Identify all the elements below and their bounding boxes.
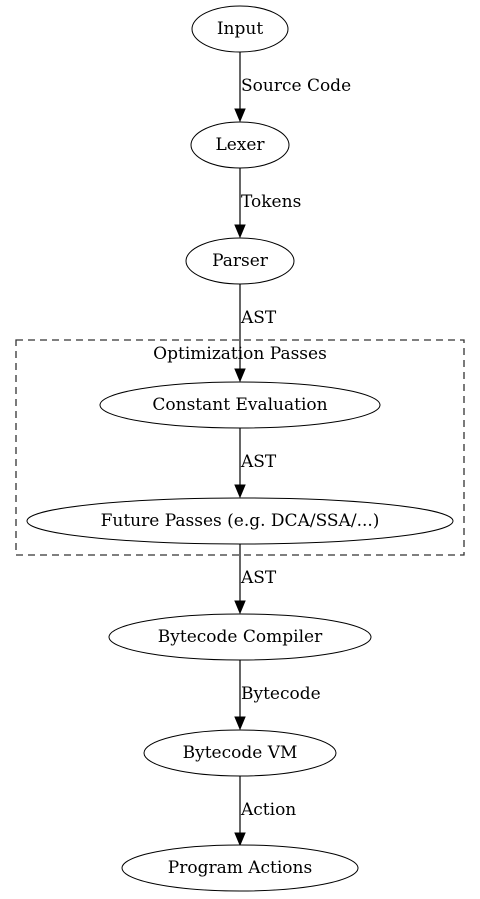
arrowhead	[234, 716, 246, 731]
node-ellipse	[191, 5, 289, 53]
node-label: Bytecode VM	[183, 743, 298, 763]
node-label: Program Actions	[168, 858, 312, 878]
edge-vm-actions: Action	[234, 776, 296, 847]
edge-label: Bytecode	[241, 684, 321, 704]
cluster-border	[15, 339, 465, 556]
node-ellipse	[143, 729, 337, 777]
node-lexer: Lexer	[190, 121, 290, 169]
edge-parser-const-eval: AST	[234, 284, 277, 383]
edge-label: AST	[240, 452, 277, 472]
node-ellipse	[99, 381, 381, 429]
node-ellipse	[185, 237, 295, 285]
edge-label: Tokens	[241, 192, 301, 212]
edge-future-compiler: AST	[234, 544, 277, 615]
node-label: Constant Evaluation	[152, 395, 327, 415]
arrowhead	[234, 484, 246, 499]
arrowhead	[234, 600, 246, 615]
node-label: Future Passes (e.g. DCA/SSA/...)	[101, 511, 380, 531]
node-label: Bytecode Compiler	[158, 627, 323, 647]
node-constant-evaluation: Constant Evaluation	[99, 381, 381, 429]
node-input: Input	[191, 5, 289, 53]
edge-label: AST	[240, 308, 277, 328]
edge-lexer-parser: Tokens	[234, 168, 301, 239]
arrowhead	[234, 224, 246, 239]
node-future-passes: Future Passes (e.g. DCA/SSA/...)	[26, 497, 454, 545]
node-bytecode-vm: Bytecode VM	[143, 729, 337, 777]
edge-label: Action	[240, 800, 296, 820]
node-ellipse	[26, 497, 454, 545]
arrowhead	[234, 368, 246, 383]
arrowhead	[234, 108, 246, 123]
edge-label: AST	[240, 568, 277, 588]
node-ellipse	[108, 613, 372, 661]
node-label: Parser	[212, 251, 269, 271]
edge-input-lexer: Source Code	[234, 52, 351, 123]
node-parser: Parser	[185, 237, 295, 285]
node-ellipse	[190, 121, 290, 169]
node-label: Input	[217, 19, 263, 39]
edge-compiler-vm: Bytecode	[234, 660, 321, 731]
node-program-actions: Program Actions	[121, 844, 359, 892]
arrowhead	[234, 832, 246, 847]
node-label: Lexer	[215, 135, 265, 155]
edge-label: Source Code	[241, 76, 351, 96]
edge-const-eval-future: AST	[234, 428, 277, 499]
node-ellipse	[121, 844, 359, 892]
node-bytecode-compiler: Bytecode Compiler	[108, 613, 372, 661]
